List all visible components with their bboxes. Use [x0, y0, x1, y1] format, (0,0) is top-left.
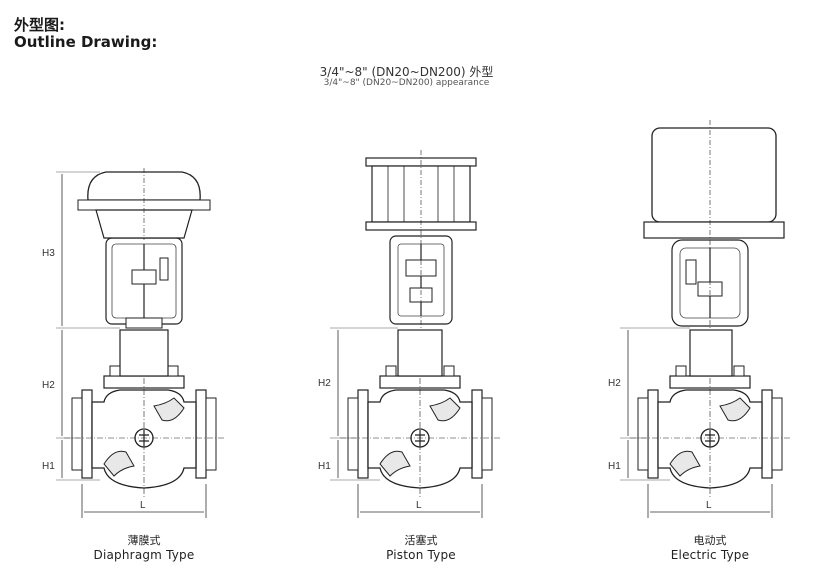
piston-valve-drawing: H2 H1 L: [318, 150, 501, 518]
diaphragm-valve-drawing: H3 H2 H1 L: [42, 168, 225, 518]
caption-electric-en: Electric Type: [670, 548, 750, 562]
dimension-h1-label: H1: [42, 461, 55, 472]
caption-electric-cn: 电动式: [693, 534, 727, 547]
piston-dimension-h2-label: H2: [318, 378, 331, 389]
caption-diaphragm-cn: 薄膜式: [127, 534, 161, 547]
electric-dimension-h1-label: H1: [608, 461, 621, 472]
caption-piston-cn: 活塞式: [404, 534, 438, 547]
piston-dimension-h1-label: H1: [318, 461, 331, 472]
caption-diaphragm-en: Diaphragm Type: [93, 548, 195, 562]
dimension-h2-label: H2: [42, 380, 55, 391]
dimension-l-label: L: [140, 500, 146, 511]
piston-dimension-l-label: L: [416, 500, 422, 511]
outline-title-cn: 外型图:: [14, 16, 65, 34]
caption-piston-en: Piston Type: [386, 548, 456, 562]
dimension-h3-label: H3: [42, 248, 55, 259]
electric-dimension-l-label: L: [706, 500, 712, 511]
size-range-title-cn: 3/4"~8" (DN20~DN200) 外型: [319, 65, 494, 79]
outline-title-en: Outline Drawing:: [14, 33, 158, 51]
electric-dimension-h2-label: H2: [608, 378, 621, 389]
size-range-title-en: 3/4"~8" (DN20~DN200) appearance: [323, 78, 490, 88]
electric-valve-drawing: H2 H1 L: [608, 120, 791, 518]
